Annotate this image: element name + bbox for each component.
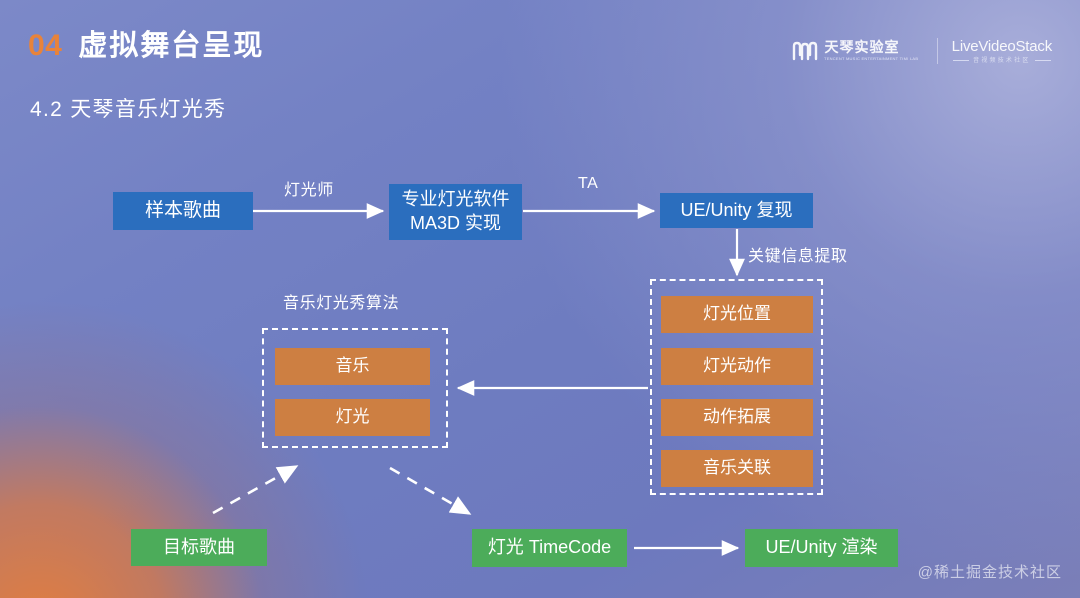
tianqin-logo: 天琴实验室 TENCENT MUSIC ENTERTAINMENT TIMI L… — [792, 40, 922, 61]
tianqin-logo-text: 天琴实验室 TENCENT MUSIC ENTERTAINMENT TIMI L… — [824, 40, 922, 61]
node-target-song[interactable]: 目标歌曲 — [131, 529, 267, 566]
node-ma3d-line1: 专业灯光软件 — [401, 189, 510, 210]
page-header: 04 虚拟舞台呈现 — [28, 22, 264, 64]
tianqin-mark-icon — [793, 41, 818, 61]
node-music-association[interactable]: 音乐关联 — [661, 450, 813, 487]
edge-label-key-info-extraction: 关键信息提取 — [748, 248, 848, 265]
logo-divider — [936, 38, 938, 64]
tianqin-logo-en: TENCENT MUSIC ENTERTAINMENT TIMI LAB — [824, 56, 919, 62]
logo-bar: 天琴实验室 TENCENT MUSIC ENTERTAINMENT TIMI L… — [792, 38, 1052, 64]
edge-label-lighting-designer: 灯光师 — [284, 182, 334, 199]
node-light-position[interactable]: 灯光位置 — [661, 296, 813, 333]
node-action-extension[interactable]: 动作拓展 — [661, 399, 813, 436]
livevideostack-logo-sub: 音视频技术社区 — [953, 58, 1050, 64]
page-title: 虚拟舞台呈现 — [78, 30, 265, 62]
livevideostack-logo-text: LiveVideoStack — [951, 37, 1053, 55]
group-key-info — [650, 279, 823, 495]
group-algorithm — [262, 328, 448, 448]
node-ma3d-line2: MA3D 实现 — [409, 213, 501, 233]
page-subtitle: 4.2 天琴音乐灯光秀 — [30, 98, 227, 121]
node-ue-unity-replay[interactable]: UE/Unity 复现 — [660, 193, 813, 228]
node-light-timecode[interactable]: 灯光 TimeCode — [472, 529, 627, 567]
node-music[interactable]: 音乐 — [275, 348, 430, 385]
node-sample-song[interactable]: 样本歌曲 — [113, 192, 253, 230]
node-ue-unity-render[interactable]: UE/Unity 渲染 — [745, 529, 898, 567]
watermark: @稀土掘金技术社区 — [917, 564, 1062, 581]
section-number: 04 — [28, 29, 63, 62]
node-light-action[interactable]: 灯光动作 — [661, 348, 813, 385]
tianqin-logo-cn: 天琴实验室 — [824, 39, 900, 56]
node-ma3d[interactable]: 专业灯光软件 MA3D 实现 — [389, 184, 522, 240]
edge-label-ta: TA — [578, 175, 599, 192]
livevideostack-logo: LiveVideoStack 音视频技术社区 — [951, 37, 1053, 64]
node-light[interactable]: 灯光 — [275, 399, 430, 436]
group-caption-algorithm: 音乐灯光秀算法 — [283, 295, 400, 312]
